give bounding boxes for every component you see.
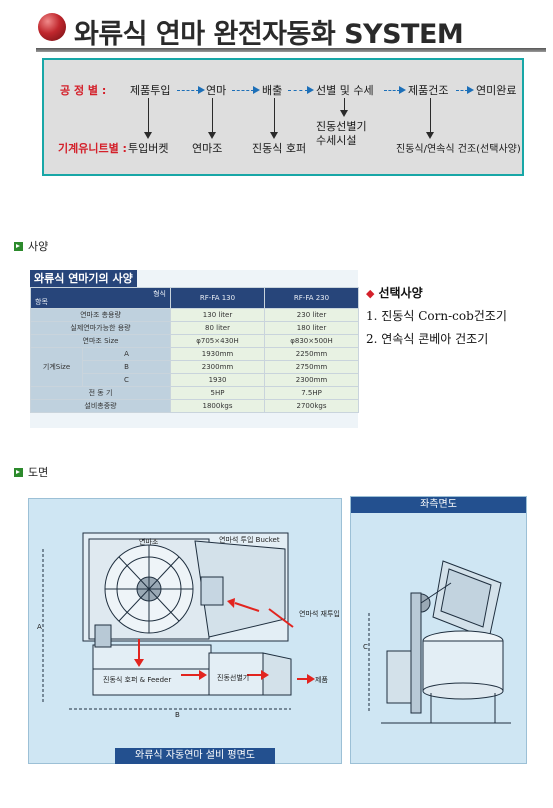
side-view-caption: 좌측면도 bbox=[351, 497, 526, 513]
spec-table-caption: 와류식 연마기의 사양 bbox=[30, 270, 137, 287]
option-item: 2. 연속식 콘베아 건조기 bbox=[366, 332, 489, 346]
step-complete: 연미완료 bbox=[476, 84, 517, 97]
corner-cell: 형식 항목 bbox=[30, 287, 171, 309]
process-flow-box: 공 정 별 : 기계유니트별 : 제품투입 연마 배출 선별 및 수세 제품건조… bbox=[42, 58, 524, 176]
label-tank: 연마조 bbox=[139, 538, 159, 546]
table-row: 연마조 Size φ705×430H φ830×500H bbox=[30, 334, 359, 348]
unit-tank: 연마조 bbox=[192, 142, 223, 155]
flow-arrowhead-icon bbox=[253, 86, 260, 94]
table-row: 기계Size A 1930mm 2250mm bbox=[30, 347, 359, 387]
down-arrow bbox=[212, 98, 213, 134]
down-arrowhead-icon bbox=[340, 110, 348, 117]
unit-row-label: 기계유니트별 : bbox=[58, 142, 127, 155]
table-row: C 1930 2300mm bbox=[31, 373, 359, 387]
dimension-c: C bbox=[363, 643, 368, 651]
process-row-label: 공 정 별 : bbox=[60, 84, 107, 97]
flow-arrowhead-icon bbox=[307, 86, 314, 94]
table-row: 설비총중량 1800kgs 2700kgs bbox=[30, 399, 359, 413]
section-bullet-icon bbox=[14, 242, 23, 251]
flow-arrow bbox=[384, 90, 400, 91]
section-bullet-icon bbox=[14, 468, 23, 477]
flow-arrow bbox=[232, 90, 254, 91]
machine-size-label: 기계Size bbox=[30, 347, 83, 387]
dimension-b: B bbox=[175, 711, 180, 719]
red-ball-icon bbox=[38, 13, 66, 41]
table-row: 연마조 총용량 130 liter 230 liter bbox=[30, 308, 359, 322]
label-product: 제품 bbox=[315, 676, 328, 684]
model-header: RF-FA 130 bbox=[170, 287, 265, 309]
step-sort-wash: 선별 및 수세 bbox=[316, 84, 374, 97]
dimension-a: A bbox=[37, 623, 42, 631]
flow-arrow bbox=[288, 90, 308, 91]
label-sorter: 진동선별기 bbox=[217, 674, 250, 682]
spec-table-panel: 와류식 연마기의 사양 형식 항목 RF-FA 130 RF-FA 230 연마… bbox=[30, 270, 359, 428]
unit-sorter-wash: 진동선별기 수세시설 bbox=[316, 120, 367, 147]
page-title: 와류식 연마 완전자동화 SYSTEM bbox=[74, 19, 464, 50]
flow-arrow bbox=[456, 90, 468, 91]
side-view-drawing: 좌측면도 C bbox=[350, 496, 527, 764]
table-header-row: 형식 항목 RF-FA 130 RF-FA 230 bbox=[30, 287, 359, 309]
step-dry: 제품건조 bbox=[408, 84, 449, 97]
label-reinput: 연마석 재투입 bbox=[299, 610, 340, 618]
plan-view-drawing: 연마조 연마석 투입 Bucket 연마석 재투입 진동식 호퍼 & Feede… bbox=[28, 498, 342, 764]
label-hopper: 진동식 호퍼 & Feeder bbox=[103, 676, 172, 684]
table-row: 실제연마가능한 용량 80 liter 180 liter bbox=[30, 321, 359, 335]
spec-table: 형식 항목 RF-FA 130 RF-FA 230 연마조 총용량 130 li… bbox=[30, 287, 359, 413]
step-polish: 연마 bbox=[206, 84, 227, 97]
down-arrowhead-icon bbox=[208, 132, 216, 139]
down-arrow bbox=[148, 98, 149, 134]
unit-hopper-bucket: 투입버켓 bbox=[128, 142, 169, 155]
label-bucket: 연마석 투입 Bucket bbox=[219, 536, 280, 544]
option-item: 1. 진동식 Corn-cob건조기 bbox=[366, 309, 507, 323]
unit-vibro-hopper: 진동식 호퍼 bbox=[252, 142, 307, 155]
side-view-illustration bbox=[368, 560, 511, 724]
model-header: RF-FA 230 bbox=[264, 287, 359, 309]
table-row: 전 동 기 5HP 7.5HP bbox=[30, 386, 359, 400]
header-divider bbox=[36, 48, 546, 52]
plan-view-caption: 와류식 자동연마 설비 평면도 bbox=[115, 748, 275, 764]
options-block: ◆선택사양 1. 진동식 Corn-cob건조기 2. 연속식 콘베아 건조기 bbox=[366, 284, 546, 354]
flow-arrowhead-icon bbox=[467, 86, 474, 94]
options-title: ◆선택사양 bbox=[366, 286, 423, 300]
down-arrow bbox=[274, 98, 275, 134]
down-arrow bbox=[430, 98, 431, 134]
page-header: 와류식 연마 완전자동화 SYSTEM bbox=[36, 10, 546, 56]
down-arrowhead-icon bbox=[426, 132, 434, 139]
drawing-section-heading: 도면 bbox=[14, 464, 48, 480]
spec-section-heading: 사양 bbox=[14, 238, 48, 254]
red-diamond-icon: ◆ bbox=[366, 287, 375, 300]
flow-arrowhead-icon bbox=[399, 86, 406, 94]
flow-arrow bbox=[177, 90, 199, 91]
down-arrowhead-icon bbox=[270, 132, 278, 139]
plan-view-illustration bbox=[42, 532, 315, 710]
down-arrow bbox=[344, 98, 345, 112]
flow-arrowhead-icon bbox=[198, 86, 205, 94]
table-row: B 2300mm 2750mm bbox=[31, 360, 359, 374]
step-input: 제품투입 bbox=[130, 84, 171, 97]
unit-dryer: 진동식/연속식 건조(선택사양) bbox=[396, 144, 521, 155]
down-arrowhead-icon bbox=[144, 132, 152, 139]
step-discharge: 배출 bbox=[262, 84, 283, 97]
